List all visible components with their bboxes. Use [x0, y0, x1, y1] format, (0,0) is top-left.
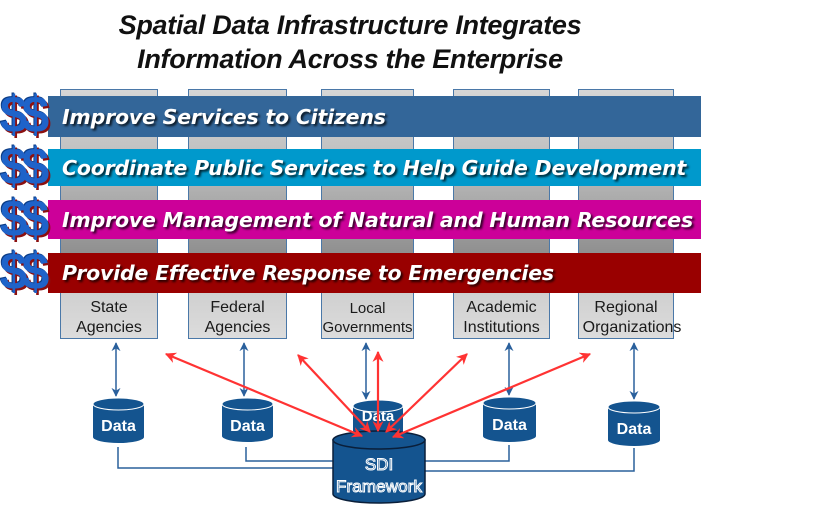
org-label-line1: Local: [349, 300, 386, 317]
title-line-2: Information Across the Enterprise: [137, 44, 563, 74]
data-store-label: Data: [230, 418, 265, 435]
org-label-line2: Governments: [322, 319, 413, 336]
sdi-org-arrows: [164, 350, 592, 439]
data-store-5: Data: [607, 400, 661, 446]
sdi-framework-label-line2: Framework: [336, 477, 423, 496]
org-label-line1: Federal: [210, 299, 265, 316]
org-label-line1: Academic: [466, 299, 537, 316]
link-data2-framework: [245, 447, 336, 462]
benefit-bar-label: Improve Management of Natural and Human …: [62, 207, 693, 232]
sdi-framework-label-line1: SDI: [365, 455, 393, 474]
org-label-state: State Agencies: [60, 296, 158, 340]
arrow-sdi-federal: [297, 354, 371, 433]
sdi-framework-cylinder: SDI Framework: [332, 430, 426, 504]
data-store-label: Data: [492, 417, 527, 434]
benefit-bar-citizens: Improve Services to Citizens: [48, 96, 701, 137]
dollar-sign-icon: $$: [0, 190, 49, 248]
data-store-1: Data: [92, 397, 145, 443]
data-framework-links: [117, 445, 635, 472]
org-label-line2: Organizations: [582, 319, 682, 336]
benefit-bar-emergencies: Provide Effective Response to Emergencie…: [48, 253, 701, 293]
benefit-bar-label: Provide Effective Response to Emergencie…: [62, 261, 554, 285]
link-data5-framework: [424, 448, 635, 472]
data-store-4: Data: [482, 396, 537, 443]
dollar-sign-icon: $$: [0, 138, 49, 196]
data-store-label: Data: [101, 418, 136, 435]
org-data-connectors: [111, 342, 639, 400]
org-label-line1: Regional: [594, 299, 658, 316]
dollar-sign-icon: $$: [0, 86, 49, 144]
org-label-local: Local Governments: [321, 296, 414, 340]
org-label-regional: Regional Organizations: [578, 296, 686, 340]
benefit-bar-label: Improve Services to Citizens: [62, 104, 386, 129]
org-label-line2: Agencies: [76, 319, 142, 336]
benefit-bar-development: Coordinate Public Services to Help Guide…: [48, 149, 701, 186]
org-label-academic: Academic Institutions: [453, 296, 550, 340]
link-data4-framework: [424, 445, 510, 462]
org-label-federal: Federal Agencies: [188, 296, 287, 340]
dollar-sign-icon: $$: [0, 243, 49, 301]
arrow-sdi-academic: [385, 353, 468, 433]
org-label-line2: Institutions: [463, 319, 540, 336]
link-data1-framework: [117, 447, 336, 469]
benefit-bar-label: Coordinate Public Services to Help Guide…: [62, 155, 687, 180]
data-store-2: Data: [221, 397, 274, 443]
title-line-1: Spatial Data Infrastructure Integrates: [118, 10, 582, 40]
diagram-title: Spatial Data Infrastructure Integrates I…: [60, 8, 640, 76]
arrow-sdi-regional: [391, 352, 592, 439]
org-label-line2: Agencies: [204, 319, 271, 336]
org-label-line1: State: [90, 299, 128, 316]
data-store-label: Data: [617, 421, 652, 438]
benefit-bar-resources: Improve Management of Natural and Human …: [48, 200, 701, 239]
